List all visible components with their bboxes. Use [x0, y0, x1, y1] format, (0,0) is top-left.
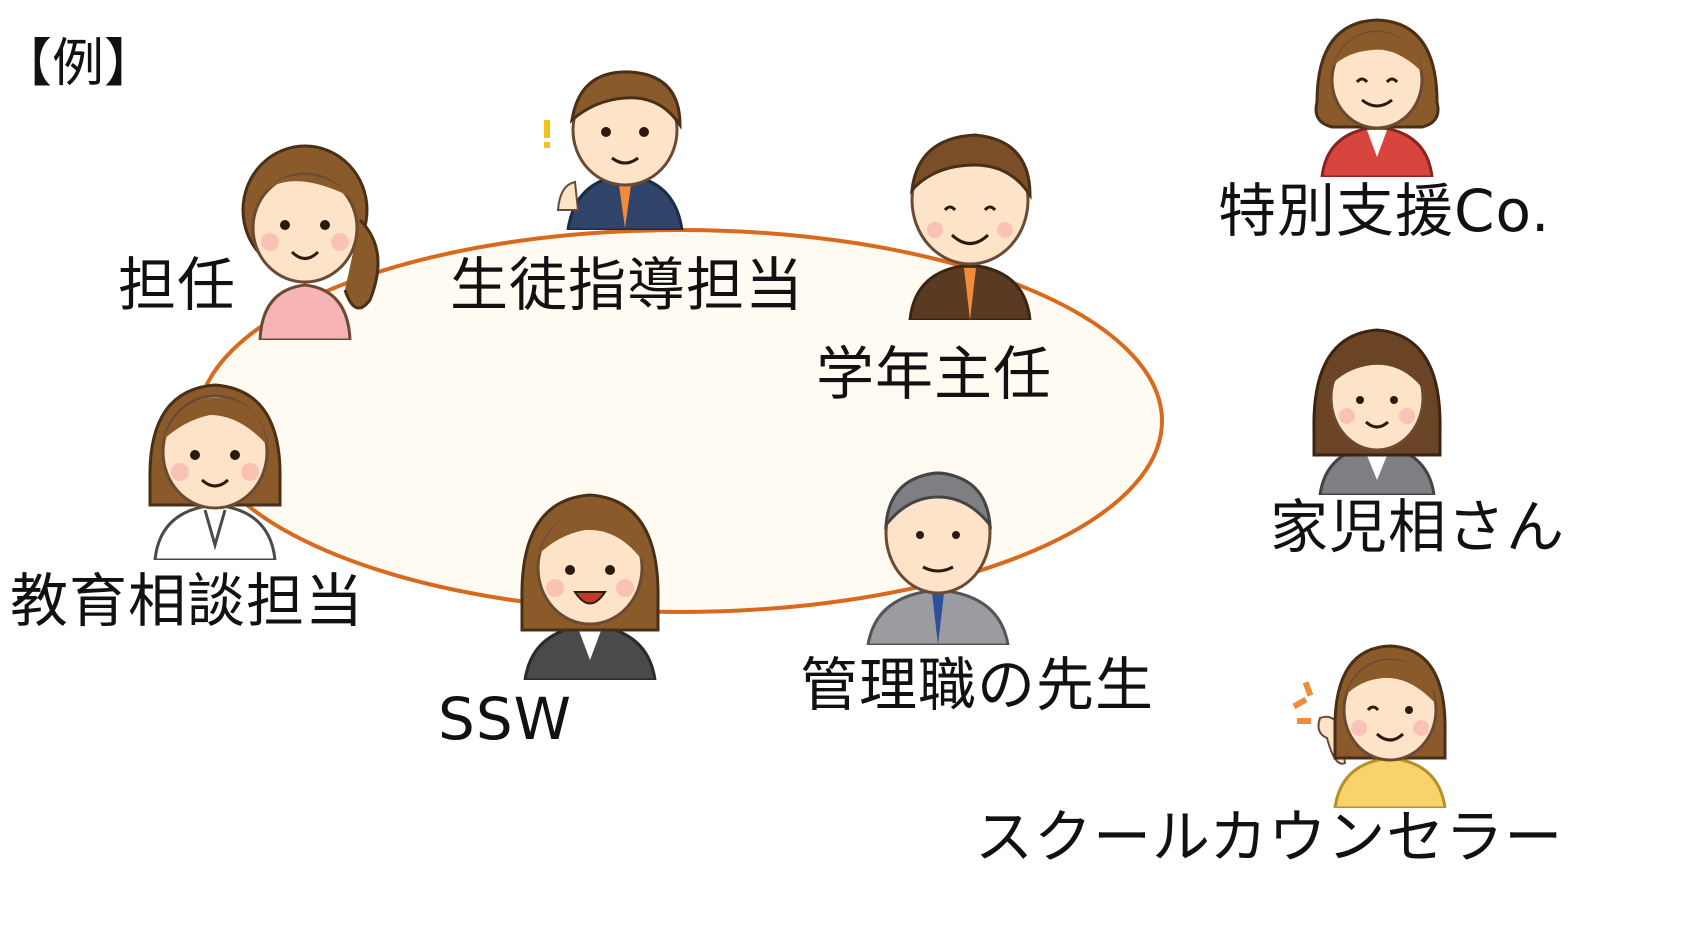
counseling-teacher-label: 教育相談担当 [10, 567, 365, 635]
ssw-figure [510, 480, 670, 680]
counseling-teacher-figure [130, 370, 300, 560]
administrator-label: 管理職の先生 [800, 651, 1155, 719]
child-guidance-label: 家児相さん [1270, 493, 1566, 561]
child-guidance-figure [1302, 320, 1452, 495]
administrator-figure [858, 455, 1018, 645]
special-support-label: 特別支援Co. [1218, 177, 1551, 245]
school-counselor-label: スクールカウンセラー [975, 803, 1564, 871]
homeroom-teacher-label: 担任 [118, 251, 237, 319]
special-support-figure [1302, 12, 1452, 177]
example-heading: 【例】 [0, 34, 157, 94]
student-guidance-figure [530, 60, 710, 230]
grade-head-label: 学年主任 [816, 340, 1053, 408]
ssw-label: SSW [438, 685, 572, 753]
student-guidance-label: 生徒指導担当 [450, 251, 805, 319]
school-counselor-figure [1285, 638, 1465, 808]
grade-head-figure [890, 120, 1050, 320]
homeroom-teacher-figure [220, 130, 390, 340]
